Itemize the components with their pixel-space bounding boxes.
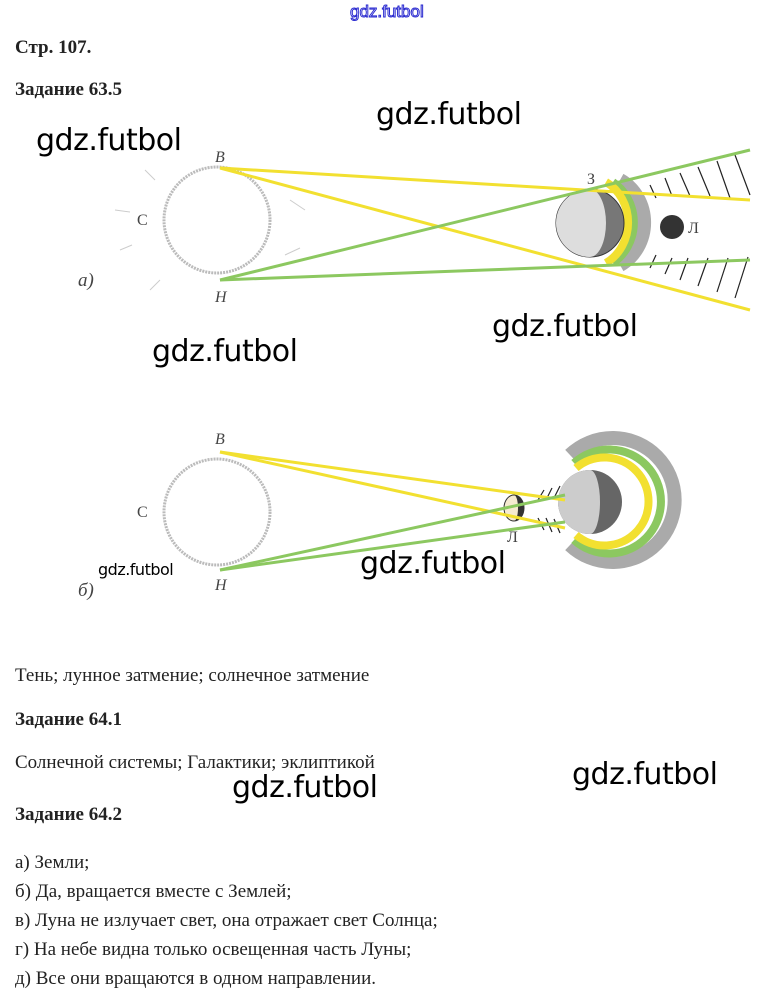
sun	[162, 457, 272, 567]
penumbra-gray	[565, 431, 682, 569]
answer-item: в) Луна не излучает свет, она отражает с…	[15, 910, 438, 931]
watermark: gdz.futbol	[492, 309, 638, 344]
task-answer-list: а) Земли; б) Да, вращается вместе с Земл…	[15, 848, 438, 993]
point-top-label: В	[215, 149, 225, 166]
answer-item: а) Земли;	[15, 852, 90, 873]
moon-label: Л	[688, 220, 699, 237]
watermark: gdz.futbol	[360, 546, 506, 581]
sun-label: С	[137, 504, 148, 521]
page-label: Стр. 107.	[15, 37, 92, 58]
point-bottom-label: Н	[214, 289, 228, 306]
watermark: gdz.futbol	[376, 97, 522, 132]
sun-rays	[114, 169, 306, 291]
watermark: gdz.futbol	[572, 757, 718, 792]
watermark: gdz.futbol	[152, 334, 298, 369]
diagram-lunar-eclipse: В Н С З Л а)	[78, 148, 751, 312]
penumbra-gray	[616, 173, 652, 272]
answer-item: д) Все они вращаются в одном направлении…	[15, 968, 376, 989]
sun	[162, 165, 272, 275]
moon-label: Л	[507, 529, 518, 546]
sun-label: С	[137, 212, 148, 229]
point-top-label: В	[215, 431, 225, 448]
diagram-label: а)	[78, 270, 94, 291]
diagram-solar-eclipse: В Н С Л б)	[78, 431, 682, 601]
task-title: Задание 64.2	[15, 804, 122, 825]
diagram-label: б)	[78, 580, 94, 601]
watermark: gdz.futbol	[36, 123, 182, 158]
watermark: gdz.futbol	[98, 560, 174, 579]
earth-label: З	[587, 171, 595, 188]
answer-item: г) На небе видна только освещенная часть…	[15, 939, 412, 960]
answer-item: б) Да, вращается вместе с Землей;	[15, 881, 292, 902]
shadow-hatch	[649, 154, 751, 299]
moon	[660, 215, 684, 239]
point-bottom-label: Н	[214, 577, 228, 594]
task-answer: Солнечной системы; Галактики; эклиптикой	[15, 752, 375, 773]
task-title: Задание 64.1	[15, 709, 122, 730]
watermark: gdz.futbol	[232, 770, 378, 805]
task-answer: Тень; лунное затмение; солнечное затмени…	[15, 665, 370, 686]
header-watermark[interactable]: gdz.futbol	[350, 2, 425, 22]
task-title: Задание 63.5	[15, 79, 122, 100]
